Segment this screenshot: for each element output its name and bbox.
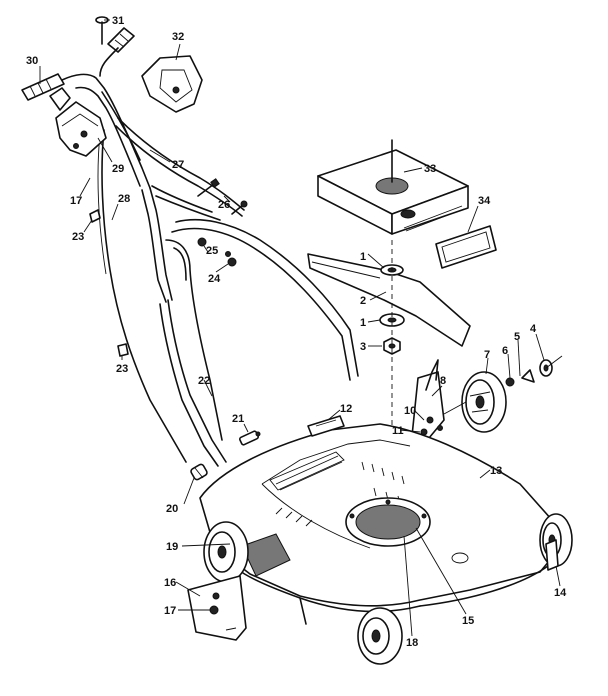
wheel-rear-left (203, 521, 249, 583)
knob (227, 257, 237, 267)
callout-16: 16 (164, 577, 176, 589)
callout-34: 34 (478, 195, 491, 207)
discharge-grate (241, 533, 291, 577)
blade-opening (345, 497, 431, 547)
callout-6: 6 (502, 345, 508, 357)
cable-grip (190, 463, 208, 481)
wheel-rear-right (539, 513, 573, 571)
callout-labels: 31 32 30 29 27 17 28 26 23 25 24 33 34 1… (26, 15, 567, 649)
wheel-front-left (357, 607, 403, 665)
callout-23: 23 (72, 231, 84, 243)
filter-pleats (403, 205, 465, 232)
clip (117, 343, 129, 357)
leader-lines (39, 19, 561, 637)
callout-26: 26 (218, 199, 230, 211)
warning-marks (275, 461, 405, 527)
callout-1: 1 (360, 251, 366, 263)
callout-20: 20 (166, 503, 178, 515)
control-bracket (49, 87, 107, 157)
callout-2: 2 (360, 295, 366, 307)
callout-28: 28 (118, 193, 130, 205)
callout-32: 32 (172, 31, 184, 43)
clip (89, 209, 101, 223)
callout-3: 3 (360, 341, 366, 353)
callout-29: 29 (112, 163, 124, 175)
air-filter-housing (317, 139, 469, 235)
mower-deck (199, 415, 573, 665)
callout-30: 30 (26, 55, 38, 67)
callout-13: 13 (490, 465, 502, 477)
callout-1: 1 (360, 317, 366, 329)
handle-assembly (21, 16, 359, 481)
callout-4: 4 (530, 323, 537, 335)
callout-22: 22 (198, 375, 210, 387)
callout-17: 17 (70, 195, 82, 207)
knob (197, 237, 207, 247)
handle-grip-left (21, 73, 65, 101)
chute-adapter (141, 55, 203, 113)
callout-33: 33 (424, 163, 436, 175)
height-adjuster (411, 359, 467, 445)
callout-18: 18 (406, 637, 418, 649)
callout-14: 14 (554, 587, 567, 599)
bolt (197, 178, 248, 215)
wheel-hardware (505, 355, 563, 387)
filter-element (435, 225, 497, 269)
callout-25: 25 (206, 245, 218, 257)
deck-decal (269, 451, 345, 491)
callout-27: 27 (172, 159, 184, 171)
discharge-flap (187, 575, 247, 641)
callout-10: 10 (404, 405, 416, 417)
callout-15: 15 (462, 615, 474, 627)
callout-21: 21 (232, 413, 244, 425)
callout-23: 23 (116, 363, 128, 375)
callout-24: 24 (208, 273, 221, 285)
callout-12: 12 (340, 403, 352, 415)
handle-grip-right (107, 27, 135, 53)
callout-5: 5 (514, 331, 520, 343)
connector (239, 430, 261, 446)
wheel-front-right (461, 371, 507, 433)
callout-31: 31 (112, 15, 124, 27)
callout-11: 11 (392, 425, 404, 437)
nut (95, 16, 109, 45)
callout-19: 19 (166, 541, 178, 553)
callout-8: 8 (440, 375, 446, 387)
callout-7: 7 (484, 349, 490, 361)
callout-17: 17 (164, 605, 176, 617)
